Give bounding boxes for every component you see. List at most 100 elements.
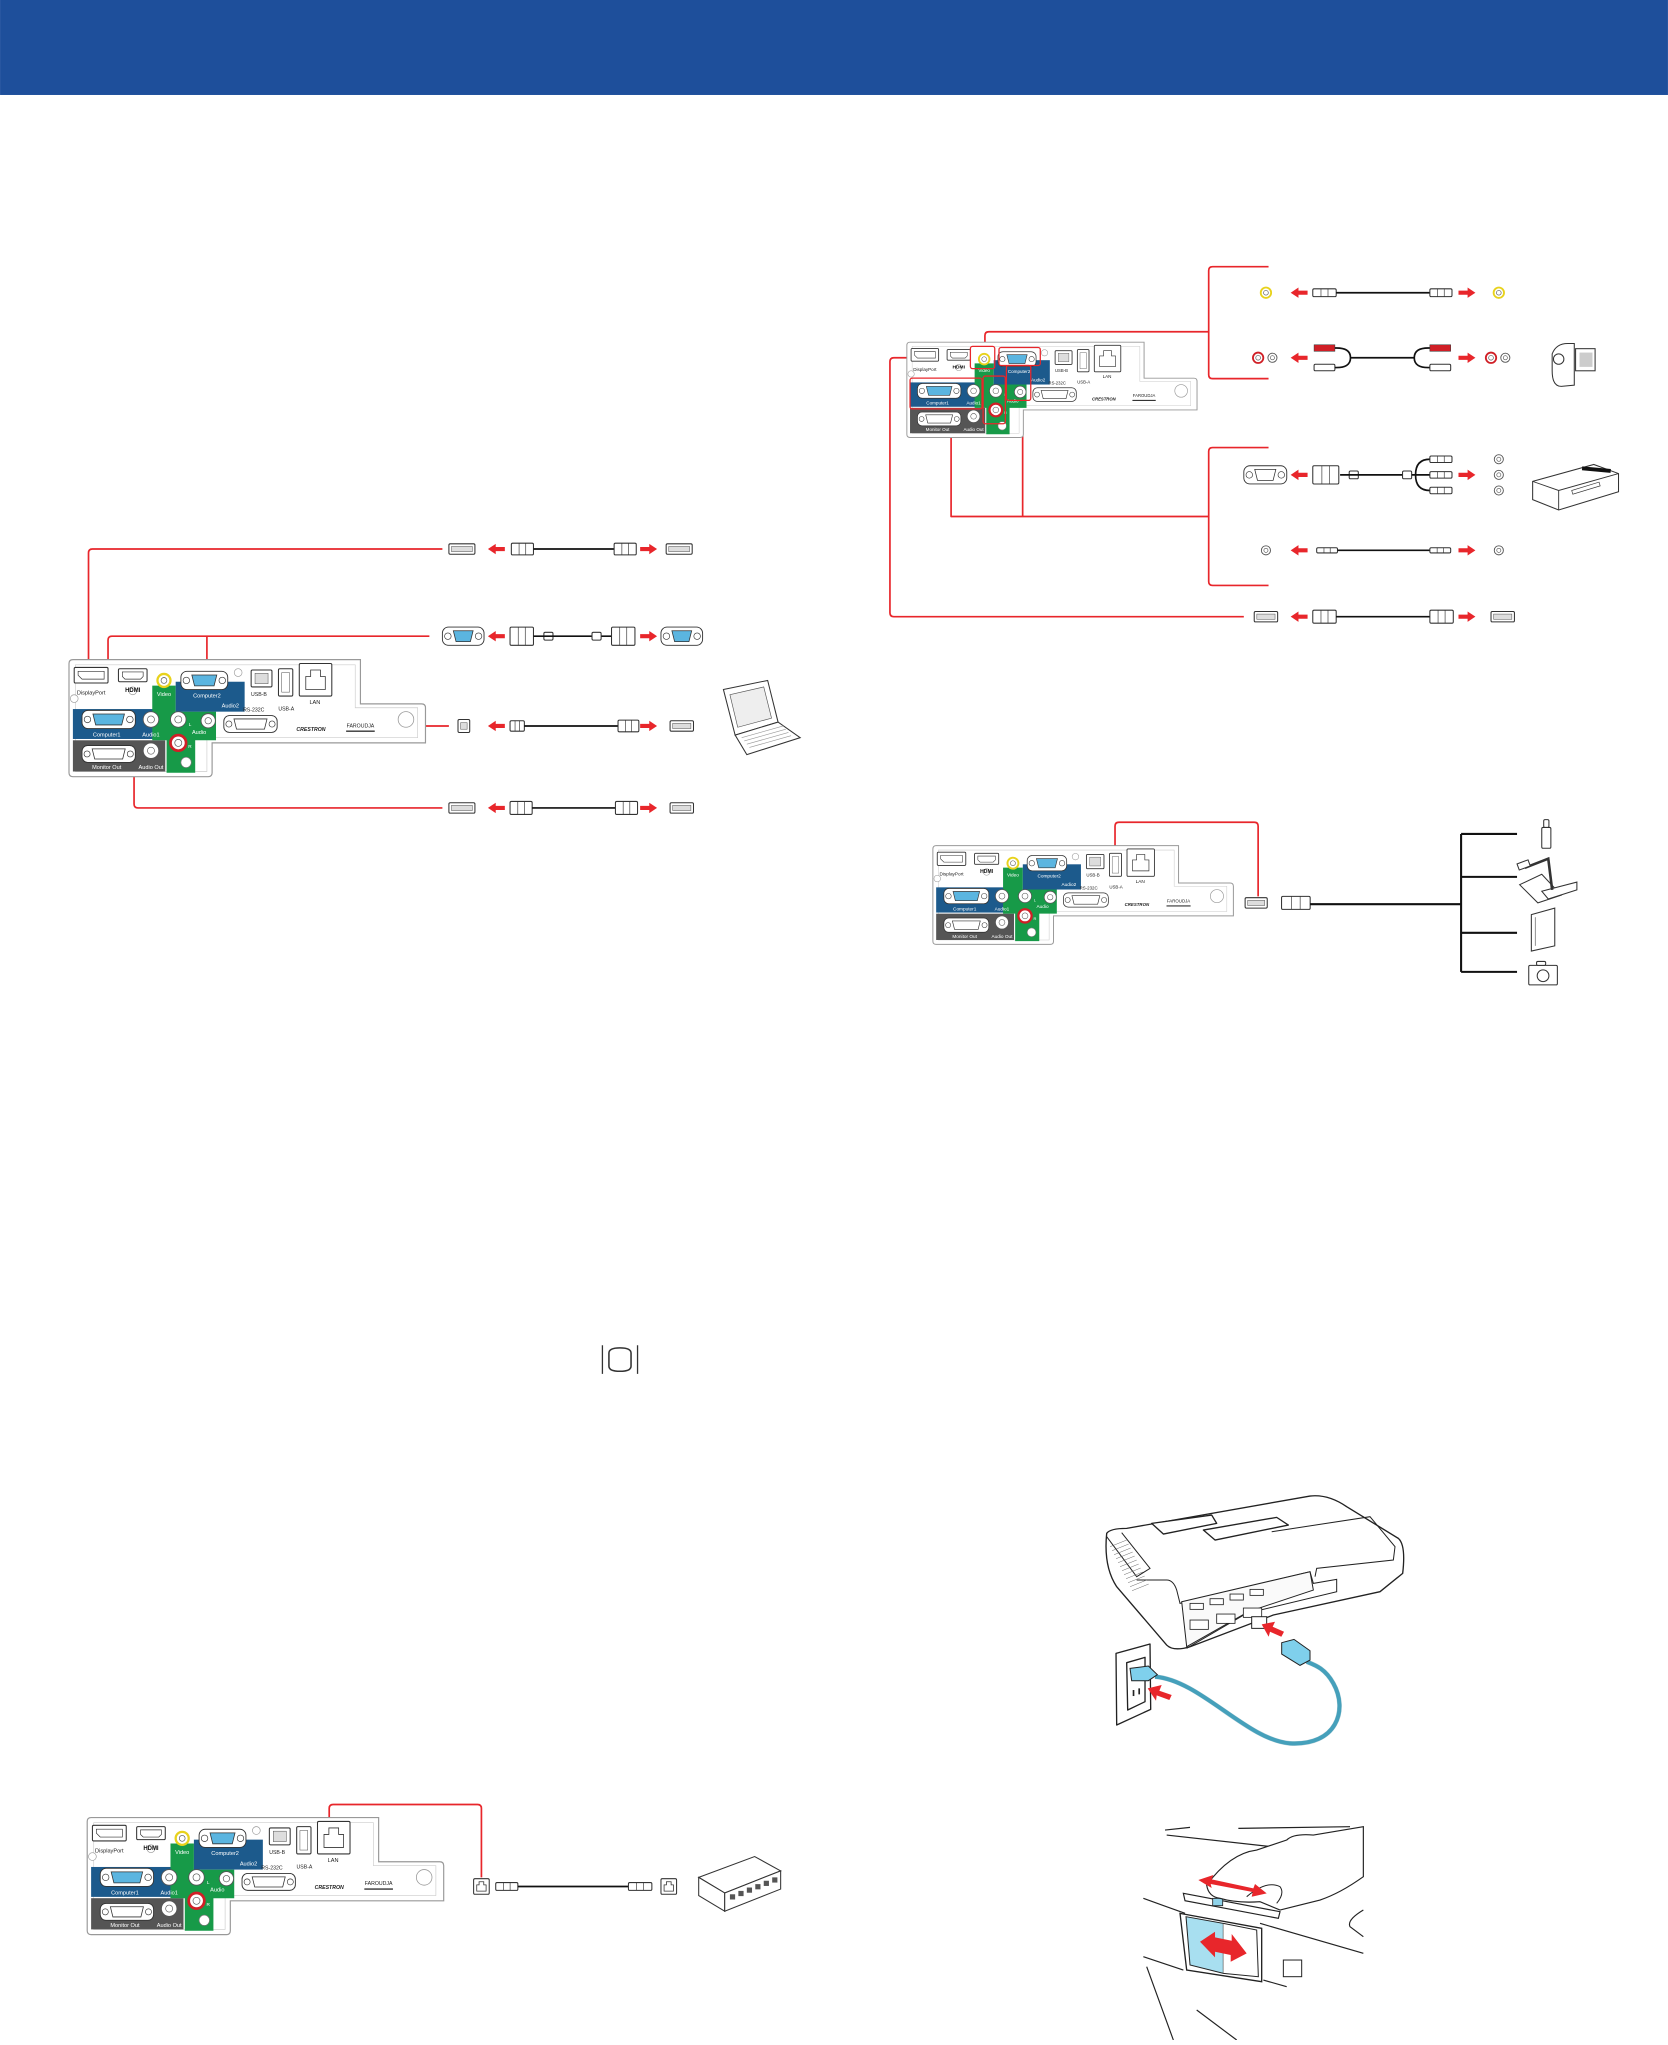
connection-line	[984, 265, 1269, 380]
rj45-opening	[1132, 854, 1150, 872]
ferrite-core	[591, 631, 602, 641]
port-label-audio_r: R	[1033, 916, 1036, 921]
white-plug	[1429, 363, 1452, 372]
camera-flash	[1536, 960, 1547, 966]
screw	[200, 1834, 209, 1842]
port-label-audio_out: Audio Out	[992, 934, 1014, 939]
mini-plug	[1316, 547, 1339, 554]
screw	[945, 893, 952, 900]
port-label-audio2: Audio2	[1062, 882, 1077, 887]
top-panel	[1271, 1516, 1396, 1577]
rear-edge	[1136, 1571, 1338, 1649]
hub-port	[763, 1880, 769, 1886]
usb-a-port	[1076, 349, 1090, 373]
port-label-audio_out: Audio Out	[157, 1923, 182, 1929]
panel-hole	[128, 686, 137, 696]
plug-body	[627, 1882, 653, 1891]
port-slot	[254, 673, 269, 684]
port-label-displayport: DisplayPort	[77, 691, 106, 697]
displayport-plug	[613, 542, 637, 556]
port-slot	[451, 805, 473, 811]
usb-a-port	[1244, 897, 1268, 909]
jack-center	[204, 717, 212, 725]
red-plug	[1313, 344, 1336, 352]
port-label-computer2: Computer2	[193, 693, 221, 699]
hdmi-port	[448, 802, 476, 814]
vga-pins	[91, 748, 126, 760]
vga-pins	[951, 920, 981, 930]
vga-port	[1063, 892, 1109, 908]
plug-body	[509, 626, 534, 646]
port-label-hdmi: HDMI	[125, 688, 141, 694]
lan-port	[298, 662, 333, 697]
usb-b-port	[250, 669, 273, 688]
panel-hole	[88, 1852, 97, 1861]
panel-hole	[983, 868, 991, 876]
port-label-monitor_out: Monitor Out	[926, 427, 950, 432]
port-label-usb_a: USB-A	[297, 1864, 313, 1870]
panel-hole	[397, 711, 415, 728]
screw	[474, 632, 483, 640]
vga-port	[180, 670, 229, 690]
jack-center	[1496, 472, 1502, 478]
lens-cover-slot	[1151, 1514, 1218, 1535]
audio-video-area	[152, 685, 217, 773]
panel-hole	[198, 1914, 210, 1926]
port-label-monitor_out: Monitor Out	[110, 1923, 140, 1929]
panel-hole	[180, 756, 192, 768]
rj45-opening	[1099, 350, 1116, 367]
dvd-body	[1532, 463, 1620, 511]
rca-jack	[995, 915, 1009, 930]
port-label-audio_out: Audio Out	[139, 765, 164, 771]
panel-hole	[1210, 889, 1224, 904]
camera-lens	[1536, 969, 1550, 983]
mini-plug	[1429, 547, 1452, 554]
camcorder-icon	[1551, 342, 1596, 387]
rca-jack	[1018, 889, 1032, 904]
port-label-hdmi: HDMI	[953, 365, 966, 371]
jack-center	[992, 387, 999, 395]
rca-jack	[1267, 352, 1278, 363]
camcorder-lens	[1552, 353, 1565, 365]
plug-body	[1429, 486, 1453, 495]
hdmi-port	[669, 802, 695, 814]
vga-port	[441, 626, 485, 646]
key-row	[744, 728, 786, 742]
port-label-video: Video	[978, 368, 990, 373]
rca-jack	[1500, 352, 1511, 363]
plug-body	[1429, 455, 1453, 464]
rear-port	[1249, 1588, 1264, 1596]
rca-jack	[1006, 856, 1020, 870]
port-label-audio1: Audio1	[995, 906, 1010, 911]
port-slot	[299, 1830, 308, 1851]
port-slot	[1111, 856, 1119, 874]
hub-port	[729, 1894, 736, 1900]
jack-center	[981, 356, 987, 362]
vga-pins	[233, 718, 268, 730]
port-label-computer1: Computer1	[926, 401, 949, 406]
port-label-video: Video	[175, 1850, 189, 1856]
vga-port	[1032, 387, 1077, 402]
vga-port	[99, 1867, 155, 1887]
key-row	[749, 735, 792, 748]
plug-body	[617, 719, 640, 733]
port-slot	[1493, 613, 1513, 620]
port-label-displayport: DisplayPort	[95, 1849, 124, 1855]
port-slot	[1079, 352, 1087, 369]
laptop-icon	[722, 679, 802, 756]
screw	[102, 1873, 110, 1881]
screw	[693, 632, 701, 640]
projector-body	[1105, 1495, 1405, 1650]
vga-pins	[191, 674, 218, 687]
port-highlight-box	[1005, 364, 1032, 402]
rca-jack	[1260, 545, 1271, 556]
camera-arm	[1524, 856, 1554, 891]
top-panel	[1202, 1516, 1290, 1541]
network-hub-icon	[697, 1855, 782, 1913]
key-row	[746, 732, 789, 745]
panel-hole	[907, 370, 915, 378]
port-label-computer2: Computer2	[1008, 369, 1031, 374]
